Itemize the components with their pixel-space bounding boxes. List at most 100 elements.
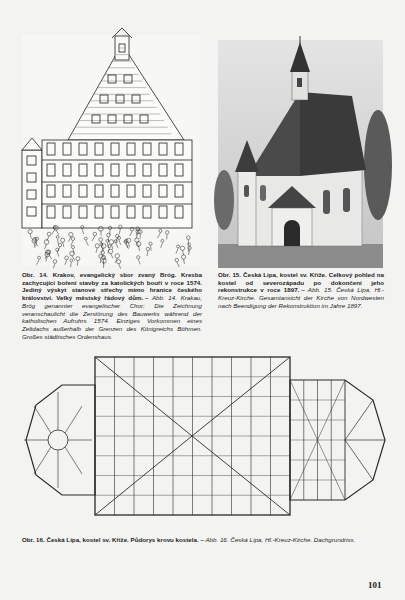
caption-text: Obr. 16. Česká Lípa, kostel sv. Kříže. P… bbox=[22, 536, 199, 543]
drawn-stroke bbox=[34, 406, 51, 433]
figure-head bbox=[28, 229, 32, 233]
drawn-stroke bbox=[290, 480, 345, 481]
drawn-stroke bbox=[100, 258, 101, 263]
figure-head bbox=[60, 238, 64, 242]
drawn-stroke bbox=[116, 54, 128, 55]
figure-head bbox=[56, 248, 59, 251]
church-photo bbox=[214, 36, 392, 268]
drawn-stroke bbox=[53, 263, 55, 268]
drawn-stroke bbox=[57, 252, 58, 257]
drawn-stroke bbox=[95, 376, 290, 377]
figure-head bbox=[53, 260, 57, 264]
figure-head bbox=[188, 246, 191, 249]
drawn-stroke bbox=[65, 260, 67, 265]
drawn-stroke bbox=[161, 243, 163, 248]
figure-head bbox=[137, 256, 140, 259]
drawn-stroke bbox=[107, 243, 109, 248]
caption-block: Obr. 15. Česká Lípa, kostel sv. Kříže. C… bbox=[218, 271, 384, 310]
drawn-stroke bbox=[47, 236, 49, 241]
dormer bbox=[108, 75, 116, 83]
drawn-stroke bbox=[113, 61, 132, 62]
dormer bbox=[108, 115, 116, 123]
window bbox=[63, 143, 71, 155]
drawn-stroke bbox=[95, 455, 290, 456]
window bbox=[127, 164, 135, 176]
figure-head bbox=[175, 258, 179, 262]
drawn-stroke bbox=[36, 241, 37, 246]
window bbox=[143, 185, 151, 197]
dormer bbox=[132, 95, 140, 103]
drawn-stroke bbox=[150, 246, 152, 251]
drawn-stroke bbox=[177, 262, 180, 267]
dormer bbox=[92, 115, 100, 123]
drawn-stroke bbox=[82, 229, 83, 234]
drawn-stroke bbox=[111, 244, 112, 249]
figure-head bbox=[108, 249, 112, 253]
drawn-stroke bbox=[73, 249, 74, 254]
figure-head bbox=[188, 243, 191, 246]
drawn-stroke bbox=[57, 239, 59, 244]
drawn-stroke bbox=[95, 416, 290, 417]
dormer bbox=[124, 75, 132, 83]
window bbox=[159, 185, 167, 197]
drawn-stroke bbox=[37, 260, 40, 265]
figure-head bbox=[115, 254, 119, 258]
figure-head bbox=[109, 240, 114, 245]
window bbox=[127, 185, 135, 197]
figure-head bbox=[107, 233, 111, 237]
drawn-stroke bbox=[45, 254, 48, 259]
drawn-stroke bbox=[119, 264, 121, 269]
drawn-stroke bbox=[182, 250, 183, 255]
sketch-drawing bbox=[22, 28, 200, 269]
drawn-stroke bbox=[290, 380, 345, 500]
page-number-block: 101 bbox=[368, 580, 392, 590]
drawn-stroke bbox=[130, 231, 132, 236]
figure-head bbox=[165, 231, 168, 234]
drawn-stroke bbox=[290, 400, 345, 401]
window bbox=[159, 206, 167, 218]
drawn-stroke bbox=[87, 107, 157, 108]
figure-head bbox=[54, 225, 59, 230]
drawn-stroke bbox=[94, 94, 149, 95]
figure-head bbox=[101, 244, 106, 249]
figure-head bbox=[71, 246, 74, 249]
drawn-stroke bbox=[84, 114, 161, 115]
drawn-stroke bbox=[58, 450, 59, 488]
drawn-stroke bbox=[109, 67, 135, 68]
drawn-stroke bbox=[35, 241, 38, 246]
figure-head bbox=[38, 256, 41, 259]
drawn-stroke bbox=[126, 244, 129, 249]
dormer bbox=[140, 115, 148, 123]
figure-head bbox=[159, 229, 162, 232]
drawn-stroke bbox=[95, 495, 290, 496]
figure-head bbox=[81, 226, 84, 229]
drawn-stroke bbox=[92, 236, 95, 241]
page-number: 101 bbox=[368, 580, 382, 590]
window bbox=[143, 206, 151, 218]
window bbox=[111, 143, 119, 155]
window bbox=[95, 206, 103, 218]
figure-head bbox=[124, 240, 127, 243]
figure-head bbox=[117, 260, 121, 264]
drawn-stroke bbox=[188, 250, 190, 255]
drawn-stroke bbox=[49, 254, 52, 259]
drawn-stroke bbox=[96, 248, 97, 253]
window bbox=[127, 143, 135, 155]
caption-block: Obr. 14. Krakov, evangelický sbor zvaný … bbox=[22, 271, 202, 340]
figure-head bbox=[177, 245, 180, 248]
figure-head bbox=[146, 247, 149, 250]
window bbox=[175, 164, 183, 176]
drawn-stroke bbox=[34, 447, 51, 474]
figure-head bbox=[65, 256, 69, 260]
drawn-stroke bbox=[138, 259, 140, 264]
figure-head bbox=[33, 237, 37, 241]
drawn-stroke bbox=[290, 420, 345, 421]
window bbox=[79, 206, 87, 218]
figure-head bbox=[47, 250, 51, 254]
drawn-stroke bbox=[120, 48, 124, 49]
figure-head bbox=[187, 236, 191, 240]
figure-head bbox=[44, 240, 49, 245]
drawn-stroke bbox=[58, 392, 59, 430]
drawn-stroke bbox=[140, 234, 141, 239]
window bbox=[47, 143, 55, 155]
